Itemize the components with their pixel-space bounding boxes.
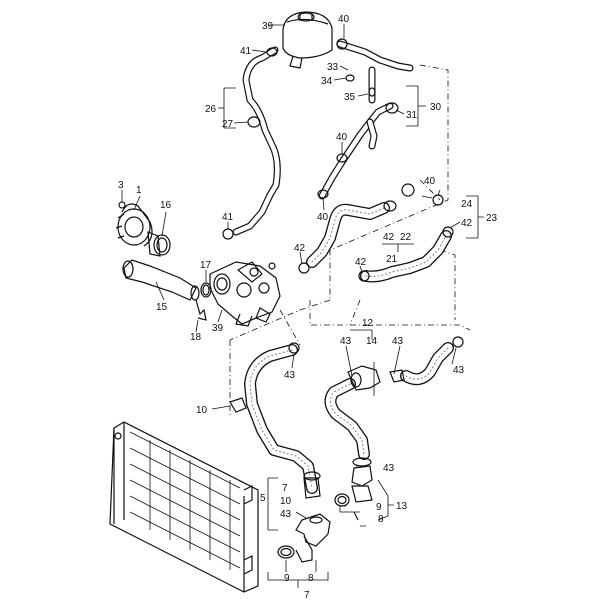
callout-7-upper: 7 [282,483,288,494]
callout-7-bottom: 7 [304,590,310,600]
lower-connectors [229,365,405,563]
callout-43-lower: 43 [383,463,395,474]
callout-43-mid-left: 43 [340,336,352,347]
coolant-flange [200,261,281,327]
callout-12: 12 [362,318,374,329]
leader-lines [133,24,484,588]
callout-34: 34 [321,76,333,87]
callout-42-group: 42 [383,232,395,243]
callout-8-bottom: 8 [308,573,314,584]
callout-22: 22 [400,232,412,243]
lower-hoses [244,344,370,494]
callout-23: 23 [486,213,498,224]
callout-24: 24 [461,199,473,210]
callout-39-flange: 39 [212,323,224,334]
callout-3: 3 [118,180,124,191]
upper-hoses [232,40,414,236]
callout-5: 5 [260,493,266,504]
callout-41-mid: 41 [222,212,234,223]
callout-9-right: 9 [376,502,382,513]
expansion-tank [282,11,333,69]
callout-labels: 39 40 41 33 34 35 30 31 26 27 40 3 1 16 … [118,14,498,600]
hose-clamps [222,38,464,354]
callout-27: 27 [222,119,234,130]
callout-21: 21 [386,254,398,265]
reference-lines [229,64,471,415]
callout-18: 18 [190,332,202,343]
callout-40-right: 40 [424,176,436,187]
mid-hoses [306,202,454,386]
retaining-clip [195,299,207,321]
callout-17: 17 [200,260,212,271]
callout-33: 33 [327,62,339,73]
radiator [109,421,259,593]
callout-14: 14 [366,336,378,347]
callout-16: 16 [160,200,172,211]
callout-40-lower: 40 [317,212,329,223]
callout-42-right: 42 [461,218,473,229]
callout-43-mid-right: 43 [392,336,404,347]
callout-26: 26 [205,104,217,115]
callout-8-right: 8 [378,514,384,525]
callout-42-lower: 42 [355,257,367,268]
callout-35: 35 [344,92,356,103]
callout-41-top: 41 [240,46,252,57]
callout-40-top: 40 [338,14,350,25]
callout-43-left: 43 [284,370,296,381]
water-pump [115,190,171,257]
callout-10-left: 10 [196,405,208,416]
callout-30: 30 [430,102,442,113]
callout-15: 15 [156,302,168,313]
callout-9-bottom: 9 [284,573,290,584]
callout-40-mid: 40 [336,132,348,143]
callout-13: 13 [396,501,408,512]
callout-43-right: 43 [453,365,465,376]
callout-39-tank: 39 [262,21,274,32]
callout-42-flange: 42 [294,243,306,254]
callout-10-lower: 10 [280,496,292,507]
callout-31: 31 [406,110,418,121]
pipe-15 [122,259,200,301]
callout-1: 1 [136,185,142,196]
callout-43-bottom: 43 [280,509,292,520]
